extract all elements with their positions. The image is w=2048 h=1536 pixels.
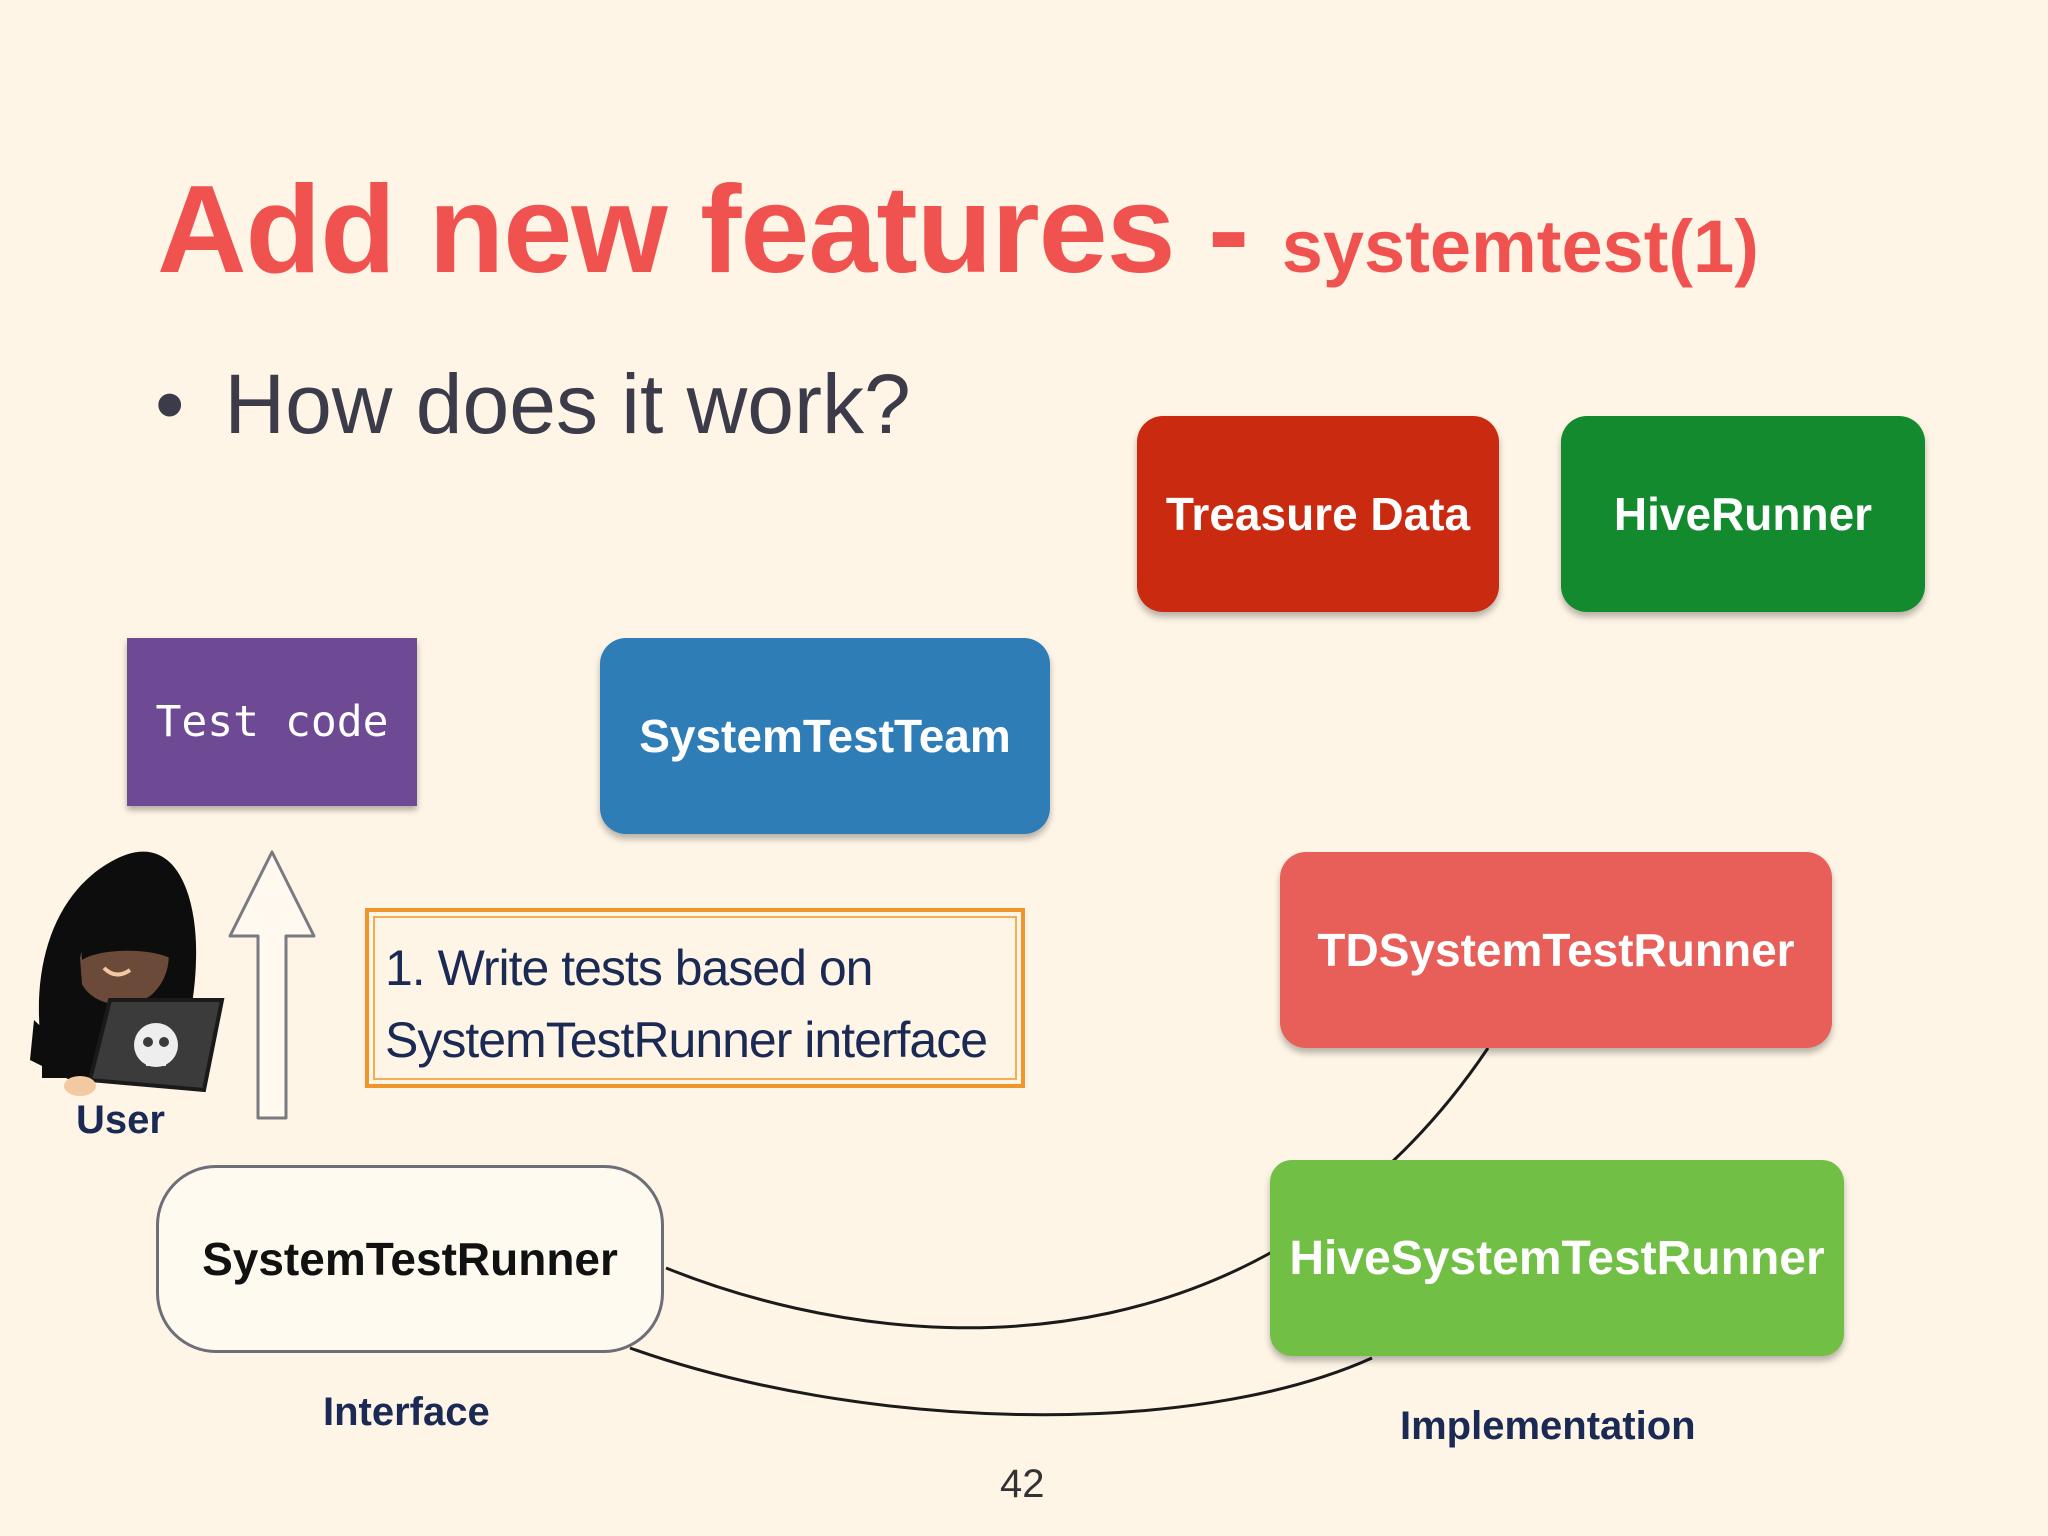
title-separator: - xyxy=(1174,161,1282,299)
user-label: User xyxy=(76,1098,165,1142)
hooded-hacker-laptop-icon xyxy=(30,851,225,1096)
system-test-team-box: SystemTestTeam xyxy=(600,638,1050,834)
system-test-runner-box: SystemTestRunner xyxy=(156,1165,664,1353)
hive-runner-box: HiveRunner xyxy=(1561,416,1925,612)
bullet-symbol: • xyxy=(155,357,185,451)
td-to-hive-link xyxy=(1390,1047,1490,1164)
slide-title: Add new features - systemtest(1) xyxy=(157,168,1759,292)
step-note: 1. Write tests based on SystemTestRunner… xyxy=(365,908,1025,1088)
hive-system-test-runner-box: HiveSystemTestRunner xyxy=(1270,1160,1844,1356)
td-system-test-runner-box: TDSystemTestRunner xyxy=(1280,852,1832,1048)
interface-to-hive-curve-lower xyxy=(629,1346,1373,1417)
page-number: 42 xyxy=(1000,1462,1045,1506)
treasure-data-box: Treasure Data xyxy=(1137,416,1499,612)
interface-label: Interface xyxy=(323,1390,490,1434)
up-arrow-icon xyxy=(228,850,316,1120)
title-main: Add new features xyxy=(157,161,1176,299)
implementation-label: Implementation xyxy=(1400,1404,1696,1448)
bullet-text: How does it work? xyxy=(224,357,911,451)
bullet-point: •How does it work? xyxy=(155,362,911,446)
step-line-1: 1. Write tests based on xyxy=(385,940,873,996)
test-code-box: Test code xyxy=(127,638,417,806)
title-sub: systemtest(1) xyxy=(1281,205,1759,288)
interface-to-hive-curve-upper xyxy=(665,1250,1273,1330)
step-line-2: SystemTestRunner interface xyxy=(385,1012,988,1068)
